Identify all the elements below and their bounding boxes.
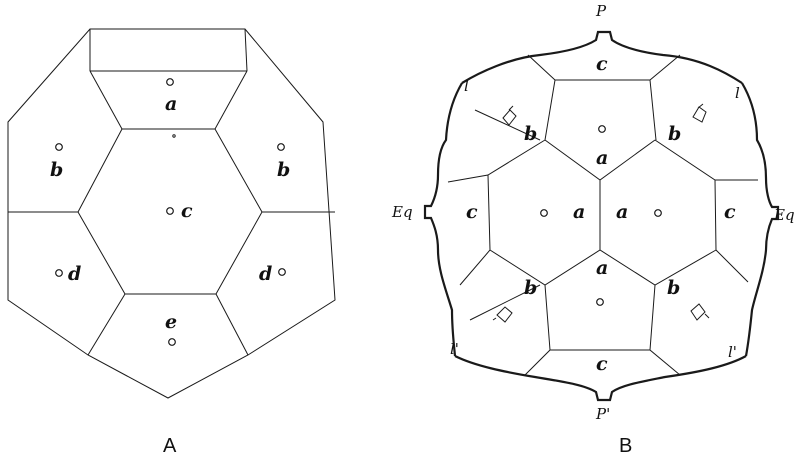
spoke — [89, 70, 123, 130]
girdle-label: l — [735, 84, 740, 102]
figure-caption-b: B — [619, 435, 632, 457]
pore — [168, 338, 176, 346]
bottom-girdle — [454, 355, 747, 402]
plate-label-b: b — [668, 123, 681, 145]
pore — [654, 209, 662, 217]
plate-sutures — [447, 54, 758, 376]
plate-label-d: d — [68, 263, 81, 285]
pit-mark — [502, 105, 517, 126]
pore — [172, 134, 176, 138]
pole-label-top: P — [595, 2, 607, 20]
spoke — [214, 70, 248, 130]
pit-mark — [692, 103, 707, 123]
plate-label-a: a — [573, 201, 585, 223]
top-girdle — [461, 30, 743, 84]
girdle-label: l — [464, 77, 469, 95]
spoke — [244, 28, 248, 72]
plate-label-b: b — [277, 159, 290, 181]
plate-label-d: d — [259, 263, 272, 285]
plate-label-a: a — [596, 147, 608, 169]
spoke — [215, 293, 249, 356]
pore — [277, 143, 285, 151]
figure-caption-a: A — [163, 435, 177, 457]
equator-label: Eq — [391, 203, 413, 221]
right-outline — [741, 82, 780, 357]
plate-label-b: b — [524, 123, 537, 145]
equator-label: Eq — [773, 206, 795, 224]
plate-label-c: c — [596, 353, 608, 375]
plate-label-b: b — [667, 277, 680, 299]
figure-a: a b b c d d e A — [7, 28, 336, 457]
pore — [596, 298, 604, 306]
pit-mark — [690, 303, 710, 321]
plate-label-a: a — [616, 201, 628, 223]
plate-label-b: b — [50, 159, 63, 181]
left-outline — [423, 82, 463, 357]
pore — [598, 125, 606, 133]
plate-label-c: c — [596, 53, 608, 75]
outer-hexagon — [7, 28, 336, 399]
pore — [166, 78, 174, 86]
girdle-label: l' — [450, 340, 459, 358]
figure-b: P P' l l l' l' Eq Eq c b b a c a a c a b… — [391, 2, 795, 457]
plate-label-a: a — [165, 93, 177, 115]
plate-label-c: c — [466, 201, 478, 223]
plate-label-b: b — [524, 277, 537, 299]
plate-label-a: a — [596, 257, 608, 279]
pole-label-bottom: P' — [595, 405, 610, 423]
plate-label-e: e — [165, 311, 177, 333]
pit-mark — [492, 306, 513, 323]
pore — [278, 268, 286, 276]
girdle-label: l' — [728, 343, 737, 361]
pore — [55, 143, 63, 151]
spoke — [87, 293, 126, 356]
plate-label-c: c — [724, 201, 736, 223]
pore — [540, 209, 548, 217]
pore — [166, 207, 174, 215]
plate-label-c: c — [181, 200, 193, 222]
pore — [55, 269, 63, 277]
